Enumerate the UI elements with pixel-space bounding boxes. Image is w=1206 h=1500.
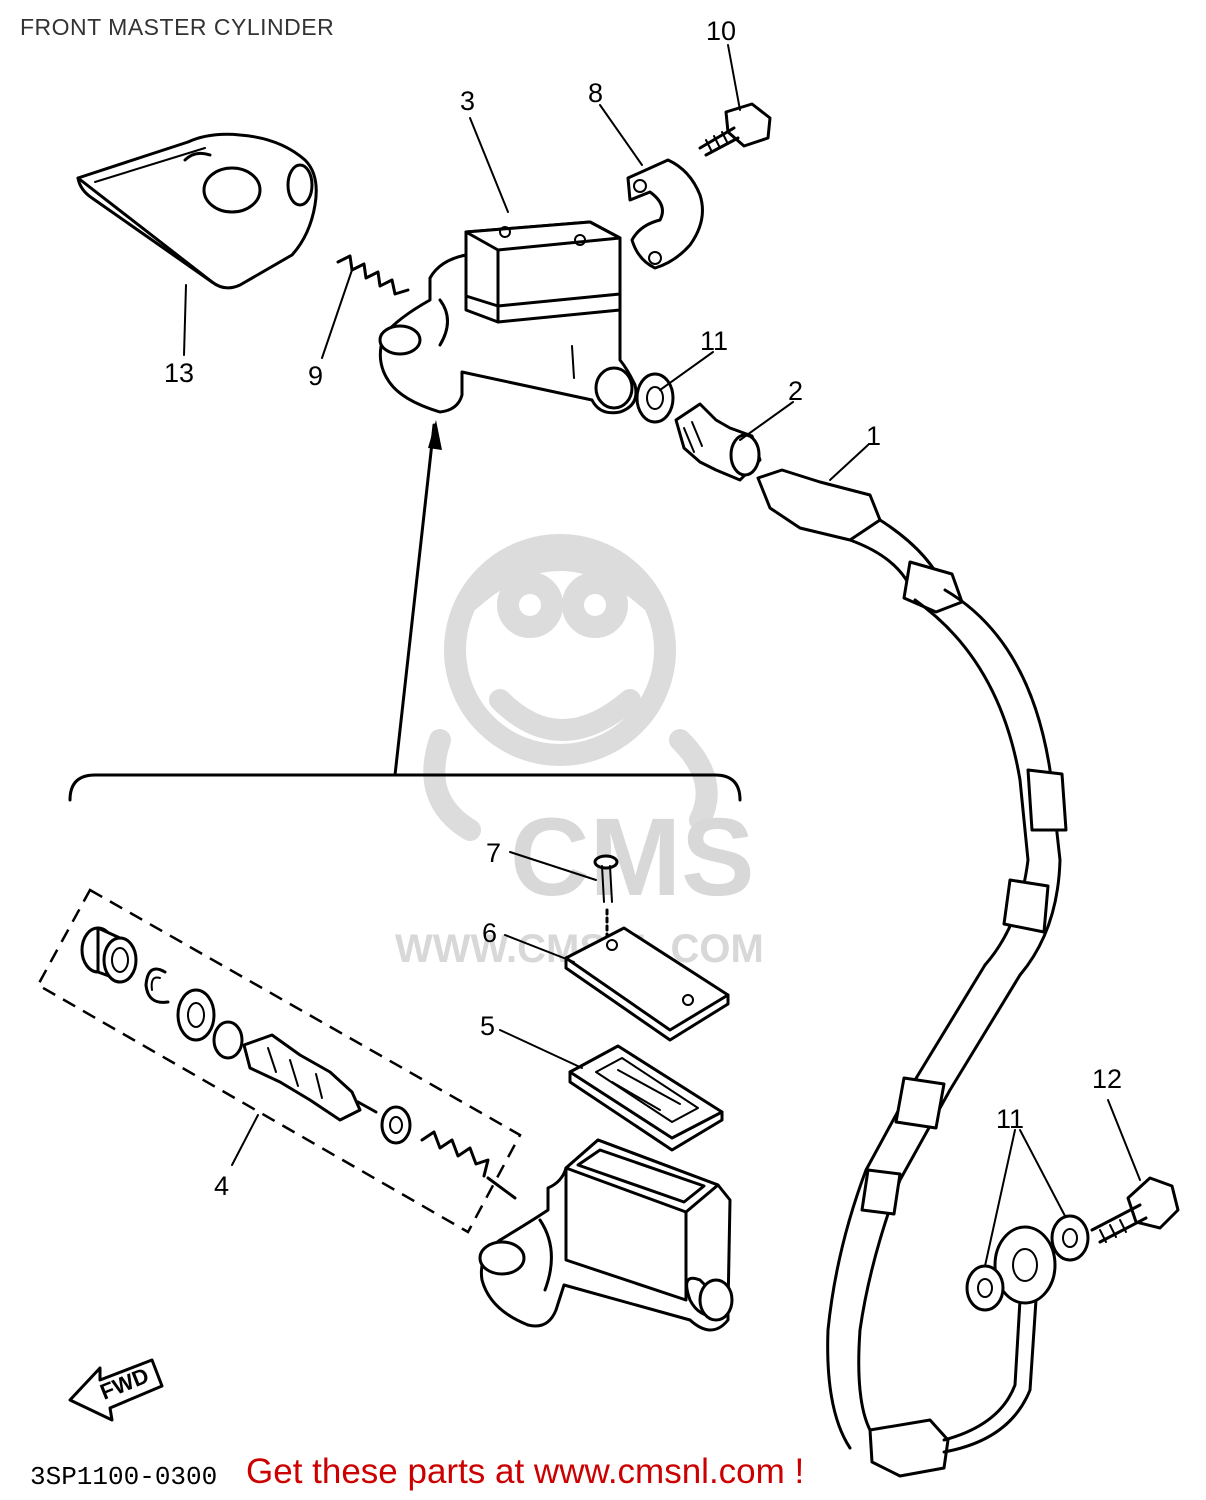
- part-10-bolt-icon: [698, 102, 772, 157]
- fwd-arrow-icon: FWD: [68, 1358, 164, 1422]
- callout-3: 3: [460, 86, 475, 116]
- callout-6: 6: [482, 918, 497, 948]
- exploded-view-bracket: [68, 420, 742, 802]
- callout-5: 5: [480, 1011, 495, 1041]
- callout-2: 2: [788, 376, 803, 406]
- master-cylinder-body-icon: [478, 1138, 734, 1332]
- callout-12: 12: [1092, 1064, 1122, 1094]
- callout-9: 9: [308, 361, 323, 391]
- part-2-union-bolt-icon: [674, 402, 762, 482]
- part-9-spring-icon: [336, 254, 410, 296]
- part-7-screw-icon: [593, 854, 619, 942]
- shop-link[interactable]: Get these parts at www.cmsnl.com !: [246, 1452, 805, 1491]
- part-4-piston-kit-icon: [36, 888, 522, 1234]
- part-11-washer-upper-icon: [635, 372, 675, 424]
- watermark: CMS WWW.CMSNL.COM: [395, 534, 764, 971]
- part-8-holder-icon: [626, 158, 704, 270]
- part-12-bolt-icon: [1090, 1176, 1180, 1244]
- watermark-mascot-icon: [423, 534, 718, 841]
- callouts: 10 8 3 13 9 11 2 1 7 6 5 4 12 11: [164, 16, 1122, 1201]
- callout-4: 4: [214, 1171, 229, 1201]
- callout-13: 13: [164, 358, 194, 388]
- part-3-master-cylinder-icon: [378, 220, 638, 415]
- part-5-diaphragm-icon: [568, 1044, 724, 1152]
- part-6-reservoir-cap-icon: [564, 926, 730, 1042]
- leader-lines: [183, 44, 1141, 1267]
- callout-1: 1: [866, 421, 881, 451]
- diagram-code: 3SP1100-0300: [30, 1462, 217, 1492]
- watermark-brand: CMS: [510, 796, 754, 919]
- page-title: FRONT MASTER CYLINDER: [20, 14, 335, 40]
- part-13-lever-cover-icon: [76, 132, 318, 290]
- callout-7: 7: [486, 838, 501, 868]
- callout-11-upper: 11: [700, 326, 728, 356]
- callout-11-lower: 11: [996, 1104, 1024, 1134]
- callout-10: 10: [706, 16, 736, 46]
- callout-8: 8: [588, 78, 603, 108]
- part-1-brake-hose-icon: [756, 468, 1090, 1478]
